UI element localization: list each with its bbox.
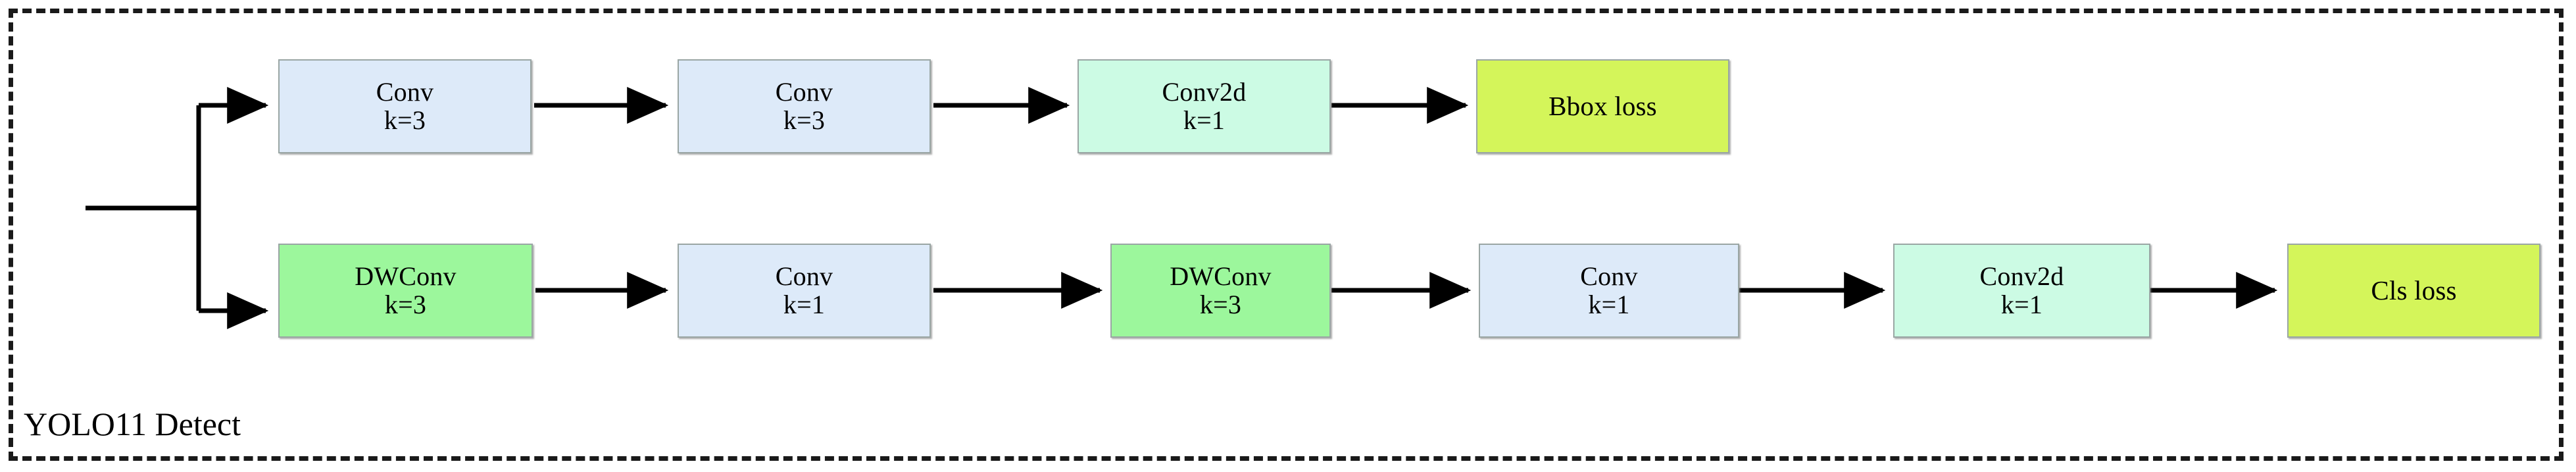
node-subtitle: k=1 [2000,289,2043,319]
node-bottom-conv-k1-2[interactable]: Conv k=1 [1479,244,1739,338]
node-title: DWConv [1170,261,1272,292]
node-title: Conv [376,77,434,107]
node-title: Conv [775,261,833,292]
node-bottom-conv-k1-1[interactable]: Conv k=1 [678,244,931,338]
node-bottom-dwconv-k3-1[interactable]: DWConv k=3 [278,244,533,338]
node-subtitle: k=3 [384,289,427,319]
yolo11-detect-group-border [9,9,2564,461]
node-subtitle: k=3 [1199,289,1242,319]
node-title: Conv2d [1162,77,1247,107]
node-top-conv2d-k1[interactable]: Conv2d k=1 [1077,59,1331,153]
node-cls-loss[interactable]: Cls loss [2287,244,2540,338]
node-subtitle: k=3 [384,105,426,135]
node-bottom-dwconv-k3-2[interactable]: DWConv k=3 [1110,244,1331,338]
node-title: DWConv [355,261,457,292]
node-subtitle: k=1 [1183,105,1226,135]
node-title: Cls loss [2371,275,2457,305]
node-title: Conv [1580,261,1638,292]
node-subtitle: k=1 [783,289,826,319]
node-top-conv-k3-2[interactable]: Conv k=3 [678,59,931,153]
node-title: Bbox loss [1548,90,1657,121]
node-bottom-conv2d-k1[interactable]: Conv2d k=1 [1893,244,2150,338]
node-title: Conv2d [1979,261,2064,292]
group-label-yolo11-detect: YOLO11 Detect [20,405,246,443]
node-title: Conv [775,77,833,107]
node-top-conv-k3-1[interactable]: Conv k=3 [278,59,532,153]
node-subtitle: k=3 [783,105,826,135]
node-bbox-loss[interactable]: Bbox loss [1476,59,1729,153]
node-subtitle: k=1 [1588,289,1630,319]
